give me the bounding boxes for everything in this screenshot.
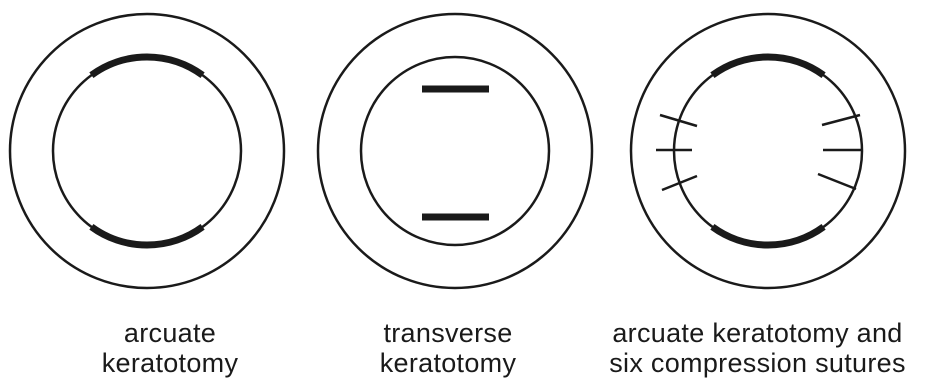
suture-left-lower <box>662 176 697 190</box>
suture-right-lower <box>818 174 856 189</box>
diagram-arcuate-keratotomy-sutures <box>631 14 905 288</box>
arcuate-incision-bottom <box>91 227 202 245</box>
caption-arcuate-keratotomy-sutures: arcuate keratotomy and six compression s… <box>585 318 930 378</box>
caption-line: arcuate keratotomy and <box>585 318 930 348</box>
inner-circle <box>53 57 241 245</box>
caption-line: six compression sutures <box>585 348 930 378</box>
diagram-transverse-keratotomy <box>318 14 592 288</box>
caption-line: transverse <box>318 318 578 348</box>
arcuate-incision-top <box>712 57 823 75</box>
arcuate-incision-top <box>91 57 202 75</box>
caption-arcuate-keratotomy: arcuate keratotomy <box>40 318 300 378</box>
caption-line: arcuate <box>40 318 300 348</box>
outer-circle <box>318 14 592 288</box>
caption-line: keratotomy <box>318 348 578 378</box>
arcuate-incision-bottom <box>712 227 823 245</box>
suture-right-upper <box>822 115 860 125</box>
caption-transverse-keratotomy: transverse keratotomy <box>318 318 578 378</box>
diagram-arcuate-keratotomy <box>10 14 284 288</box>
caption-line: keratotomy <box>40 348 300 378</box>
